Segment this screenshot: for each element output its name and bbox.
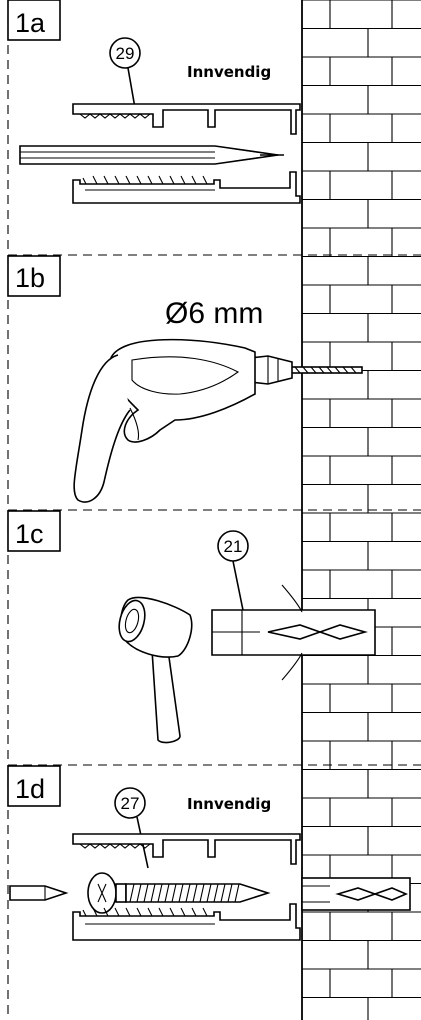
wall-plug-icon [211, 584, 376, 681]
profile-rail-icon [72, 103, 301, 135]
step-1b-label-box: 1b [7, 255, 61, 297]
callout-27: 27 [114, 787, 149, 869]
callout-29: 29 [109, 37, 141, 109]
wall-plug-icon [301, 877, 411, 911]
step-1b-label: 1b [15, 263, 45, 293]
profile-rail-icon [72, 171, 301, 204]
callout-21: 21 [217, 530, 249, 621]
step-1d-label: 1d [15, 774, 45, 804]
screwdriver-bit-icon [9, 885, 69, 901]
hammer-icon [118, 596, 193, 744]
step-1c-label: 1c [15, 519, 44, 549]
step-1d-label-box: 1d [7, 765, 61, 807]
profile-rail-icon [72, 903, 301, 941]
profile-rail-icon [72, 833, 301, 865]
callout-21-number: 21 [224, 537, 243, 556]
screw-icon [87, 872, 271, 914]
step-1a-side-text: Innvendig [187, 63, 271, 81]
step-1a-label-box: 1a [7, 0, 61, 41]
step-1c-label-box: 1c [7, 510, 61, 552]
callout-29-number: 29 [116, 44, 135, 63]
step-1a-label: 1a [15, 8, 46, 38]
drill-size-label: Ø6 mm [165, 297, 263, 330]
drill-icon [73, 338, 363, 503]
step-dividers [7, 0, 421, 1020]
step-1d-side-text: Innvendig [187, 795, 271, 813]
pencil-icon [19, 145, 284, 165]
callout-27-number: 27 [121, 794, 140, 813]
